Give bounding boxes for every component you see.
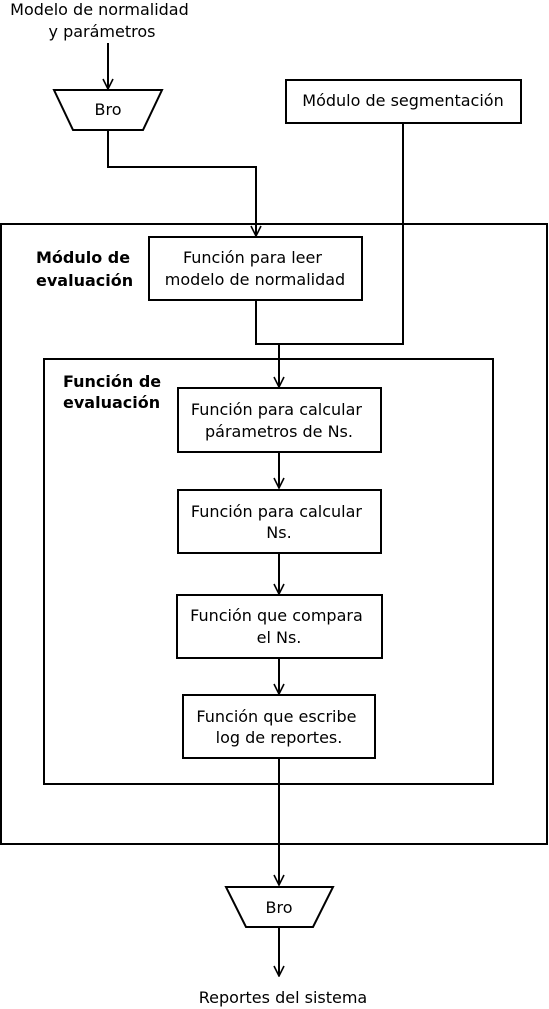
- output-label: Reportes del sistema: [199, 988, 367, 1007]
- segmentation-module-node: Módulo de segmentación: [285, 79, 522, 124]
- evaluation-module-frame: [0, 223, 548, 845]
- write-log-function-label: Función que escribe log de reportes.: [196, 707, 361, 747]
- edge-segmentation-to-merge: [279, 123, 404, 345]
- calc-ns-function-node: Función para calcular Ns.: [177, 489, 382, 554]
- evaluation-function-frame: [43, 358, 494, 785]
- evaluation-function-title: Función de evaluación: [63, 372, 167, 412]
- compare-function-label: Función que compara el Ns.: [190, 606, 368, 647]
- bro-top-node: Bro: [52, 89, 164, 131]
- edge-read-model-to-merge: [255, 300, 279, 345]
- read-model-function-node: Función para leer modelo de normalidad: [148, 236, 363, 301]
- bro-bottom-node: Bro: [224, 886, 335, 928]
- arrow-bro-to-read-model: [107, 130, 256, 236]
- calc-params-function-label: Función para calcular párametros de Ns.: [191, 400, 367, 441]
- compare-function-node: Función que compara el Ns.: [176, 594, 383, 659]
- read-model-function-label: Función para leer modelo de normalidad: [165, 248, 345, 289]
- evaluation-module-title: Módulo de evaluación: [36, 248, 136, 290]
- write-log-function-node: Función que escribe log de reportes.: [182, 694, 376, 759]
- calc-params-function-node: Función para calcular párametros de Ns.: [177, 387, 382, 453]
- bro-bottom-label: Bro: [266, 898, 293, 917]
- segmentation-module-label: Módulo de segmentación: [302, 91, 503, 110]
- input-label: Modelo de normalidad y parámetros: [10, 0, 194, 41]
- calc-ns-function-label: Función para calcular Ns.: [191, 502, 367, 542]
- bro-top-label: Bro: [95, 100, 122, 119]
